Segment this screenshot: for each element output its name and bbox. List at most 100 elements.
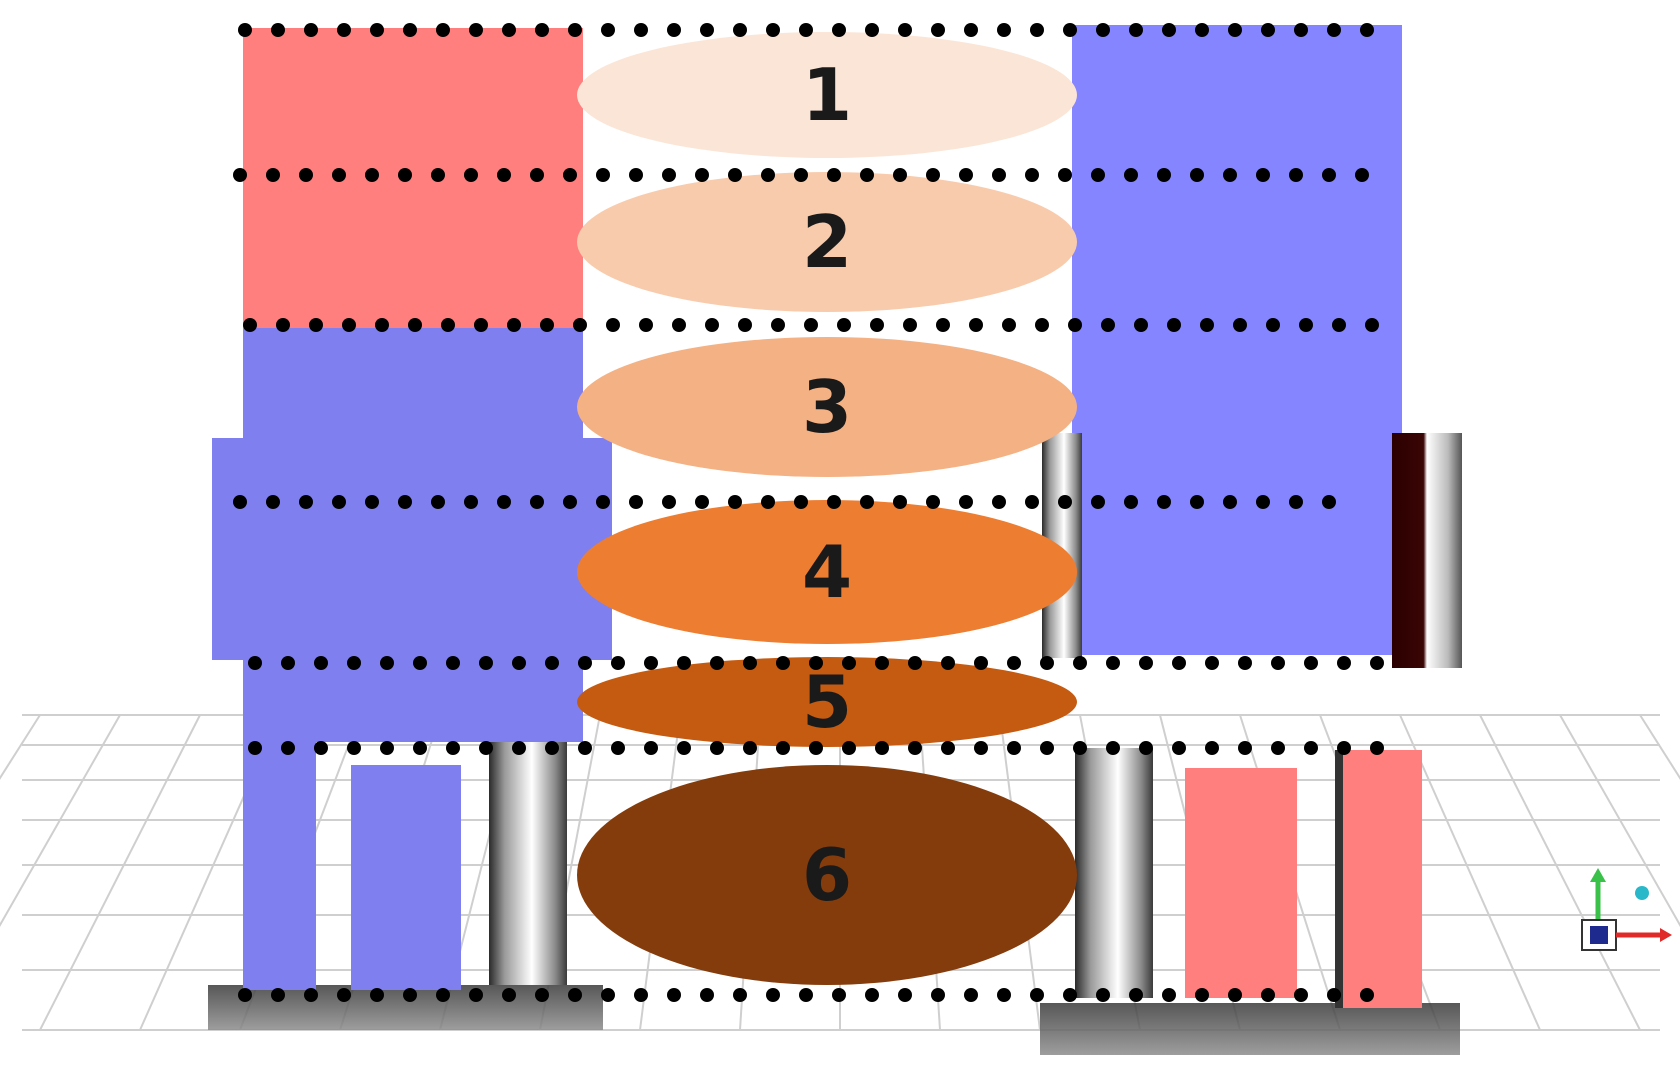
boundary-dot bbox=[1370, 656, 1384, 670]
boundary-dot bbox=[545, 656, 559, 670]
boundary-dot bbox=[1129, 988, 1143, 1002]
boundary-dot bbox=[1360, 988, 1374, 1002]
boundary-dot bbox=[1091, 168, 1105, 182]
boundary-dot bbox=[568, 988, 582, 1002]
boundary-dot bbox=[1266, 318, 1280, 332]
boundary-dot bbox=[474, 318, 488, 332]
boundary-dot bbox=[733, 23, 747, 37]
boundary-dot bbox=[606, 318, 620, 332]
boundary-dot bbox=[1261, 988, 1275, 1002]
boundary-dot bbox=[931, 23, 945, 37]
boundary-dot bbox=[893, 495, 907, 509]
boundary-dot bbox=[497, 495, 511, 509]
boundary-dot bbox=[865, 23, 879, 37]
boundary-dot bbox=[794, 495, 808, 509]
boundary-dot bbox=[794, 168, 808, 182]
boundary-dot bbox=[568, 23, 582, 37]
boundary-dot bbox=[1299, 318, 1313, 332]
boundary-dot bbox=[497, 168, 511, 182]
boundary-dot bbox=[479, 656, 493, 670]
boundary-dot bbox=[1355, 168, 1369, 182]
boundary-dot bbox=[677, 741, 691, 755]
boundary-dot bbox=[248, 741, 262, 755]
boundary-dot bbox=[1256, 495, 1270, 509]
boundary-dot bbox=[809, 656, 823, 670]
boundary-dot bbox=[997, 988, 1011, 1002]
left-red-block bbox=[243, 28, 583, 328]
boundary-dot bbox=[771, 318, 785, 332]
boundary-dot bbox=[695, 495, 709, 509]
boundary-dot bbox=[309, 318, 323, 332]
boundary-dot bbox=[1025, 495, 1039, 509]
boundary-dot bbox=[1058, 495, 1072, 509]
boundary-dot bbox=[1129, 23, 1143, 37]
boundary-dot bbox=[832, 988, 846, 1002]
boundary-dot bbox=[441, 318, 455, 332]
boundary-dot bbox=[1073, 741, 1087, 755]
boundary-dot bbox=[502, 988, 516, 1002]
boundary-dot bbox=[271, 988, 285, 1002]
boundary-dot bbox=[992, 168, 1006, 182]
boundary-dot bbox=[1157, 495, 1171, 509]
boundary-dot bbox=[1365, 318, 1379, 332]
boundary-dot bbox=[1035, 318, 1049, 332]
zone-5-ellipse bbox=[577, 657, 1077, 747]
boundary-dot bbox=[446, 741, 460, 755]
grid-line bbox=[0, 714, 121, 928]
boundary-dot bbox=[446, 656, 460, 670]
right-red-column-1 bbox=[1185, 768, 1297, 998]
boundary-dot bbox=[469, 23, 483, 37]
boundary-dot bbox=[347, 656, 361, 670]
boundary-dot bbox=[545, 741, 559, 755]
boundary-dot bbox=[1101, 318, 1115, 332]
boundary-dot bbox=[1271, 741, 1285, 755]
boundary-dot bbox=[629, 495, 643, 509]
boundary-dot bbox=[413, 656, 427, 670]
boundary-dot bbox=[238, 23, 252, 37]
boundary-dot bbox=[969, 318, 983, 332]
boundary-dot bbox=[809, 741, 823, 755]
boundary-dot bbox=[1190, 495, 1204, 509]
boundary-dot bbox=[1106, 741, 1120, 755]
right-building bbox=[1042, 25, 1462, 1008]
boundary-dot bbox=[1007, 656, 1021, 670]
boundary-dot bbox=[1096, 23, 1110, 37]
boundary-dot bbox=[365, 495, 379, 509]
boundary-dot bbox=[512, 656, 526, 670]
boundary-dot bbox=[926, 495, 940, 509]
boundary-dot bbox=[677, 656, 691, 670]
boundary-dot bbox=[535, 988, 549, 1002]
right-cylinder-pillar-lower bbox=[1075, 748, 1153, 998]
grid-line bbox=[39, 714, 201, 1031]
boundary-dot bbox=[766, 988, 780, 1002]
boundary-dot bbox=[1261, 23, 1275, 37]
boundary-dot bbox=[1256, 168, 1270, 182]
grid-line bbox=[0, 714, 41, 780]
boundary-dot bbox=[281, 741, 295, 755]
zone-2-ellipse bbox=[577, 172, 1077, 312]
boundary-dot bbox=[299, 168, 313, 182]
boundary-dot bbox=[1327, 988, 1341, 1002]
boundary-dot bbox=[964, 23, 978, 37]
boundary-dot bbox=[530, 168, 544, 182]
boundary-dot bbox=[842, 656, 856, 670]
boundary-dot bbox=[1228, 23, 1242, 37]
boundary-dot bbox=[908, 656, 922, 670]
boundary-dot bbox=[398, 168, 412, 182]
boundary-dot bbox=[832, 23, 846, 37]
boundary-dot bbox=[898, 23, 912, 37]
boundary-dot bbox=[1162, 988, 1176, 1002]
boundary-dot bbox=[1157, 168, 1171, 182]
boundary-dot bbox=[875, 741, 889, 755]
boundary-dot bbox=[997, 23, 1011, 37]
boundary-dot bbox=[1040, 656, 1054, 670]
zone-1-ellipse bbox=[577, 32, 1077, 158]
boundary-dot bbox=[1195, 988, 1209, 1002]
right-blue-tower bbox=[1072, 25, 1402, 655]
left-building bbox=[212, 28, 612, 990]
boundary-dot bbox=[639, 318, 653, 332]
ground-shadow-right bbox=[1040, 1003, 1460, 1055]
boundary-dot bbox=[644, 656, 658, 670]
zone-ellipses bbox=[577, 32, 1077, 985]
